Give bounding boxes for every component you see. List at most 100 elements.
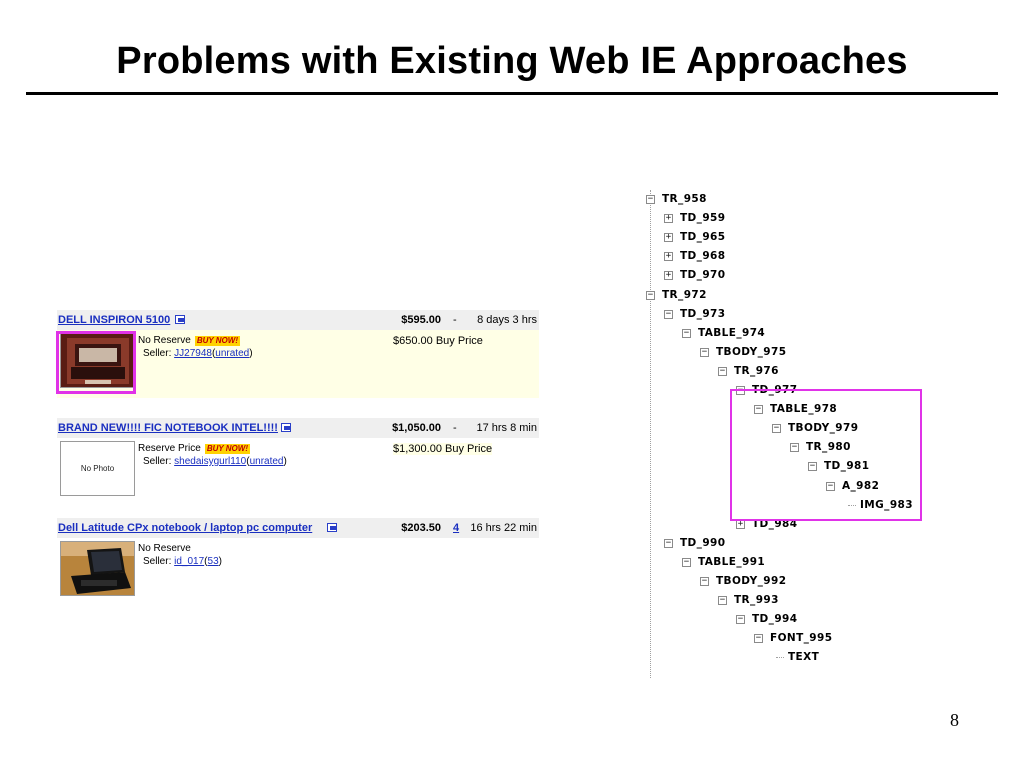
expand-icon[interactable]: +	[664, 251, 673, 262]
listing-title-link[interactable]: BRAND NEW!!!! FIC NOTEBOOK INTEL!!!!	[58, 422, 278, 434]
seller-name-link[interactable]: JJ27948	[174, 348, 212, 359]
listing-title-link[interactable]: Dell Latitude CPx notebook / laptop pc c…	[58, 522, 313, 534]
buy-now-badge[interactable]: BUY NOW!	[204, 444, 250, 454]
laptop-photo-thumbnail[interactable]	[60, 333, 135, 388]
laptop-photo-thumbnail[interactable]	[60, 541, 135, 596]
highlight-box-subtree	[730, 389, 922, 521]
collapse-icon[interactable]: −	[682, 327, 691, 338]
seller-info: Seller: JJ27948(unrated)	[143, 348, 253, 359]
collapse-icon[interactable]: −	[772, 423, 781, 434]
seller-label: Seller:	[143, 348, 172, 359]
tree-node-label: A_982	[842, 479, 880, 492]
highlight-box-thumbnail	[56, 331, 136, 394]
tree-node-label: TR_980	[806, 441, 851, 454]
listing-time-left: 17 hrs 8 min	[476, 422, 537, 434]
seller-name-link[interactable]: id_017	[174, 556, 205, 567]
collapse-icon[interactable]: −	[754, 404, 763, 415]
listing-price: $203.50	[401, 522, 441, 534]
no-photo-placeholder: No Photo	[60, 441, 135, 496]
buy-price: $650.00 Buy Price	[393, 335, 483, 347]
collapse-icon[interactable]: −	[700, 346, 709, 357]
collapse-icon[interactable]: −	[754, 633, 763, 644]
new-window-icon[interactable]	[327, 523, 337, 532]
expand-icon[interactable]: +	[664, 213, 673, 224]
slide-title: Problems with Existing Web IE Approaches	[116, 40, 908, 82]
tree-node-label: TD_965	[680, 231, 726, 244]
collapse-icon[interactable]: −	[664, 537, 673, 548]
tree-node-label: TEXT	[788, 651, 820, 664]
tree-node-label: TR_958	[662, 193, 707, 205]
listing-bids: -	[453, 314, 457, 326]
expand-icon[interactable]: +	[664, 270, 673, 281]
collapse-icon[interactable]: −	[808, 461, 817, 472]
collapse-icon[interactable]: −	[664, 308, 673, 319]
reserve-label: No Reserve	[138, 543, 191, 554]
laptop-photo-black	[61, 542, 134, 595]
tree-node-label: TBODY_979	[788, 422, 859, 435]
seller-name-link[interactable]: shedaisygurl110	[174, 456, 247, 467]
tree-node-label: TBODY_992	[716, 575, 787, 587]
tree-node-label: TD_981	[824, 460, 870, 473]
collapse-icon[interactable]: −	[718, 595, 727, 606]
tree-node-label: IMG_983	[860, 498, 913, 511]
listing-header-row: DELL INSPIRON 5100 $595.00 - 8 days 3 hr…	[57, 310, 539, 330]
seller-label: Seller:	[143, 556, 172, 567]
reserve-label: Reserve Price	[138, 443, 201, 454]
auction-listing-panel: DELL INSPIRON 5100 $595.00 - 8 days 3 hr…	[57, 310, 539, 606]
tree-leaf-connector	[776, 657, 784, 659]
listing-header-row: BRAND NEW!!!! FIC NOTEBOOK INTEL!!!! $1,…	[57, 418, 539, 438]
tree-node-label: TR_976	[734, 364, 779, 377]
reserve-status: No Reserve	[138, 543, 191, 554]
tree-node-label: FONT_995	[770, 632, 833, 645]
seller-info: Seller: id_017(53)	[143, 556, 222, 567]
listing-bids-link[interactable]: 4	[453, 522, 460, 534]
no-photo-text: No Photo	[80, 464, 115, 473]
tree-node-label: TABLE_974	[698, 326, 766, 339]
tree-node-label: TABLE_978	[770, 403, 838, 416]
buy-now-badge[interactable]: BUY NOW!	[194, 336, 240, 346]
expand-icon[interactable]: +	[664, 232, 673, 243]
collapse-icon[interactable]: −	[700, 576, 709, 586]
seller-rating-link[interactable]: unrated	[249, 456, 284, 467]
new-window-icon[interactable]	[175, 315, 185, 324]
seller-rating-link[interactable]: unrated	[215, 348, 250, 359]
page-number: 8	[950, 710, 959, 730]
listing-title-link[interactable]: DELL INSPIRON 5100	[58, 314, 171, 326]
tree-node-label: TR_972	[662, 288, 707, 301]
tree-node-label: TD_968	[680, 250, 726, 263]
listing-header-row: Dell Latitude CPx notebook / laptop pc c…	[57, 518, 539, 538]
collapse-icon[interactable]: −	[826, 480, 835, 491]
reserve-label: No Reserve	[138, 335, 191, 346]
collapse-icon[interactable]: −	[682, 556, 691, 567]
listing-time-left: 8 days 3 hrs	[477, 314, 537, 326]
seller-rating-link[interactable]: 53	[207, 556, 219, 567]
listing-time-left: 16 hrs 22 min	[470, 522, 537, 534]
listing-price: $1,050.00	[392, 422, 441, 434]
tree-node-label: TD_994	[752, 613, 798, 626]
new-window-icon[interactable]	[281, 423, 291, 432]
tree-node-label: TD_959	[680, 212, 726, 225]
tree-trunk-line	[650, 190, 651, 678]
tree-leaf-connector	[848, 504, 856, 506]
tree-node-label: TBODY_975	[716, 345, 787, 358]
collapse-icon[interactable]: −	[736, 614, 745, 625]
seller-label: Seller:	[143, 456, 172, 467]
collapse-icon[interactable]: −	[646, 194, 655, 204]
laptop-photo-dark	[61, 334, 134, 387]
expand-icon[interactable]: +	[736, 518, 745, 529]
tree-node-label: TD_973	[680, 307, 726, 320]
listing-body: No Reserve Seller: id_017(53)	[57, 538, 539, 606]
tree-node-label: TD_990	[680, 536, 726, 549]
tree-node-label: TR_993	[734, 594, 779, 607]
collapse-icon[interactable]: −	[646, 289, 655, 300]
listing-bids: -	[453, 422, 457, 434]
seller-info: Seller: shedaisygurl110(unrated)	[143, 456, 287, 467]
collapse-icon[interactable]: −	[718, 365, 727, 376]
buy-price: $1,300.00 Buy Price	[393, 443, 493, 455]
collapse-icon[interactable]: −	[790, 442, 799, 453]
title-rule	[26, 92, 998, 95]
